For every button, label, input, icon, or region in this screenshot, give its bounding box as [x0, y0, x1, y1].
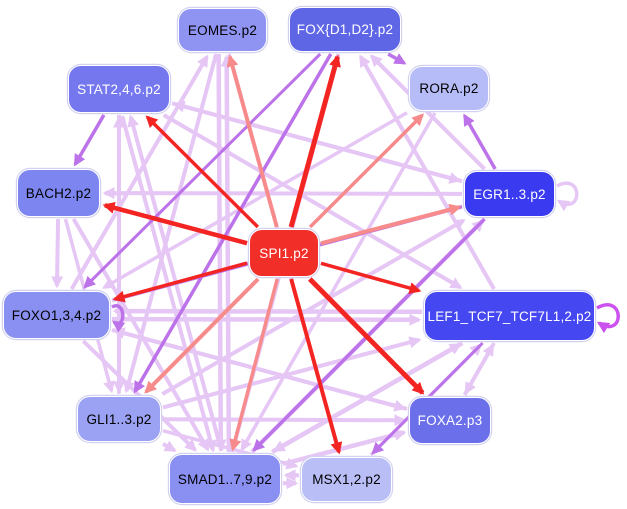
node-label-LEF: LEF1_TCF7_TCF7L1,2.p2: [427, 308, 592, 324]
edge-GLI-EGR: [161, 218, 466, 396]
node-BACH2[interactable]: BACH2.p2: [17, 169, 100, 217]
edge-EGR-RORA: [463, 113, 497, 170]
node-label-SMAD: SMAD1..7,9.p2: [177, 471, 273, 487]
node-SMAD[interactable]: SMAD1..7,9.p2: [169, 454, 281, 504]
edge-SPI1-RORA: [308, 113, 425, 229]
node-GLI[interactable]: GLI1..3.p2: [77, 396, 161, 442]
node-label-EOMES: EOMES.p2: [187, 22, 258, 38]
edge-LEF-FOXA: [464, 342, 496, 395]
edge-EGR-SMAD: [252, 217, 486, 452]
edge-GLI-SMAD: [162, 440, 177, 453]
node-label-RORA: RORA.p2: [419, 81, 479, 96]
node-label-BACH2: BACH2.p2: [25, 185, 92, 201]
edge-RORA-SMAD: [240, 112, 437, 452]
node-label-FOXA: FOXA2.p3: [417, 413, 483, 428]
edge-STAT-LEF: [162, 113, 463, 290]
edge-SMAD-FOXA: [282, 429, 407, 467]
self-loop-EGR: [556, 181, 579, 212]
edge-FOX-GLI: [133, 53, 333, 394]
edge-SPI1-LEF: [320, 261, 422, 294]
node-STAT[interactable]: STAT2,4,6.p2: [68, 65, 170, 113]
edge-STAT-BACH2: [73, 114, 106, 167]
node-label-MSX: MSX1,2.p2: [312, 472, 381, 487]
edge-EGR-BACH2: [102, 187, 463, 200]
edge-SPI1-FOX: [288, 54, 341, 228]
edge-SPI1-BACH2: [102, 202, 248, 246]
node-label-FOX: FOX{D1,D2}.p2: [296, 22, 394, 37]
edge-SPI1-EGR: [320, 203, 462, 246]
edge-SPI1-FOXO: [112, 261, 248, 303]
edge-FOXO-FOXA: [111, 327, 407, 412]
node-FOX[interactable]: FOX{D1,D2}.p2: [289, 7, 401, 52]
edge-SPI1-STAT: [145, 115, 260, 229]
node-EOMES[interactable]: EOMES.p2: [178, 8, 267, 52]
edge-FOX-RORA: [387, 52, 407, 65]
node-EGR[interactable]: EGR1..3.p2: [464, 171, 555, 217]
node-LEF[interactable]: LEF1_TCF7_TCF7L1,2.p2: [424, 291, 595, 341]
node-label-SPI1: SPI1.p2: [259, 245, 309, 261]
node-RORA[interactable]: RORA.p2: [409, 66, 489, 111]
edge-FOXO-EOMES: [69, 54, 209, 291]
edge-SMAD-EOMES: [220, 54, 233, 452]
edge-LEF-FOX: [358, 54, 496, 290]
self-loop-LEF: [596, 303, 620, 334]
self-loop-FOXO: [111, 304, 126, 333]
edge-SPI1-GLI: [144, 277, 260, 394]
edge-GLI-LEF: [162, 336, 422, 410]
node-label-GLI: GLI1..3.p2: [86, 411, 152, 427]
edge-EGR-FOX: [369, 54, 486, 171]
node-FOXA[interactable]: FOXA2.p3: [409, 397, 491, 444]
edge-RORA-FOXO: [102, 111, 408, 290]
node-label-STAT: STAT2,4,6.p2: [77, 81, 161, 97]
edge-SPI1-FOXA: [307, 277, 425, 395]
node-FOXO[interactable]: FOXO1,3,4.p2: [3, 291, 110, 339]
edge-SPI1-EOMES: [226, 54, 279, 228]
edge-SPI1-SMAD: [229, 278, 279, 452]
node-label-FOXO: FOXO1,3,4.p2: [11, 307, 102, 323]
node-MSX[interactable]: MSX1,2.p2: [301, 457, 392, 502]
node-SPI1[interactable]: SPI1.p2: [249, 229, 319, 277]
edge-EOMES-SMAD: [214, 54, 227, 452]
node-label-EGR: EGR1..3.p2: [473, 186, 546, 202]
edge-BACH2-FOXO: [51, 218, 64, 289]
edge-SPI1-MSX: [289, 278, 343, 455]
